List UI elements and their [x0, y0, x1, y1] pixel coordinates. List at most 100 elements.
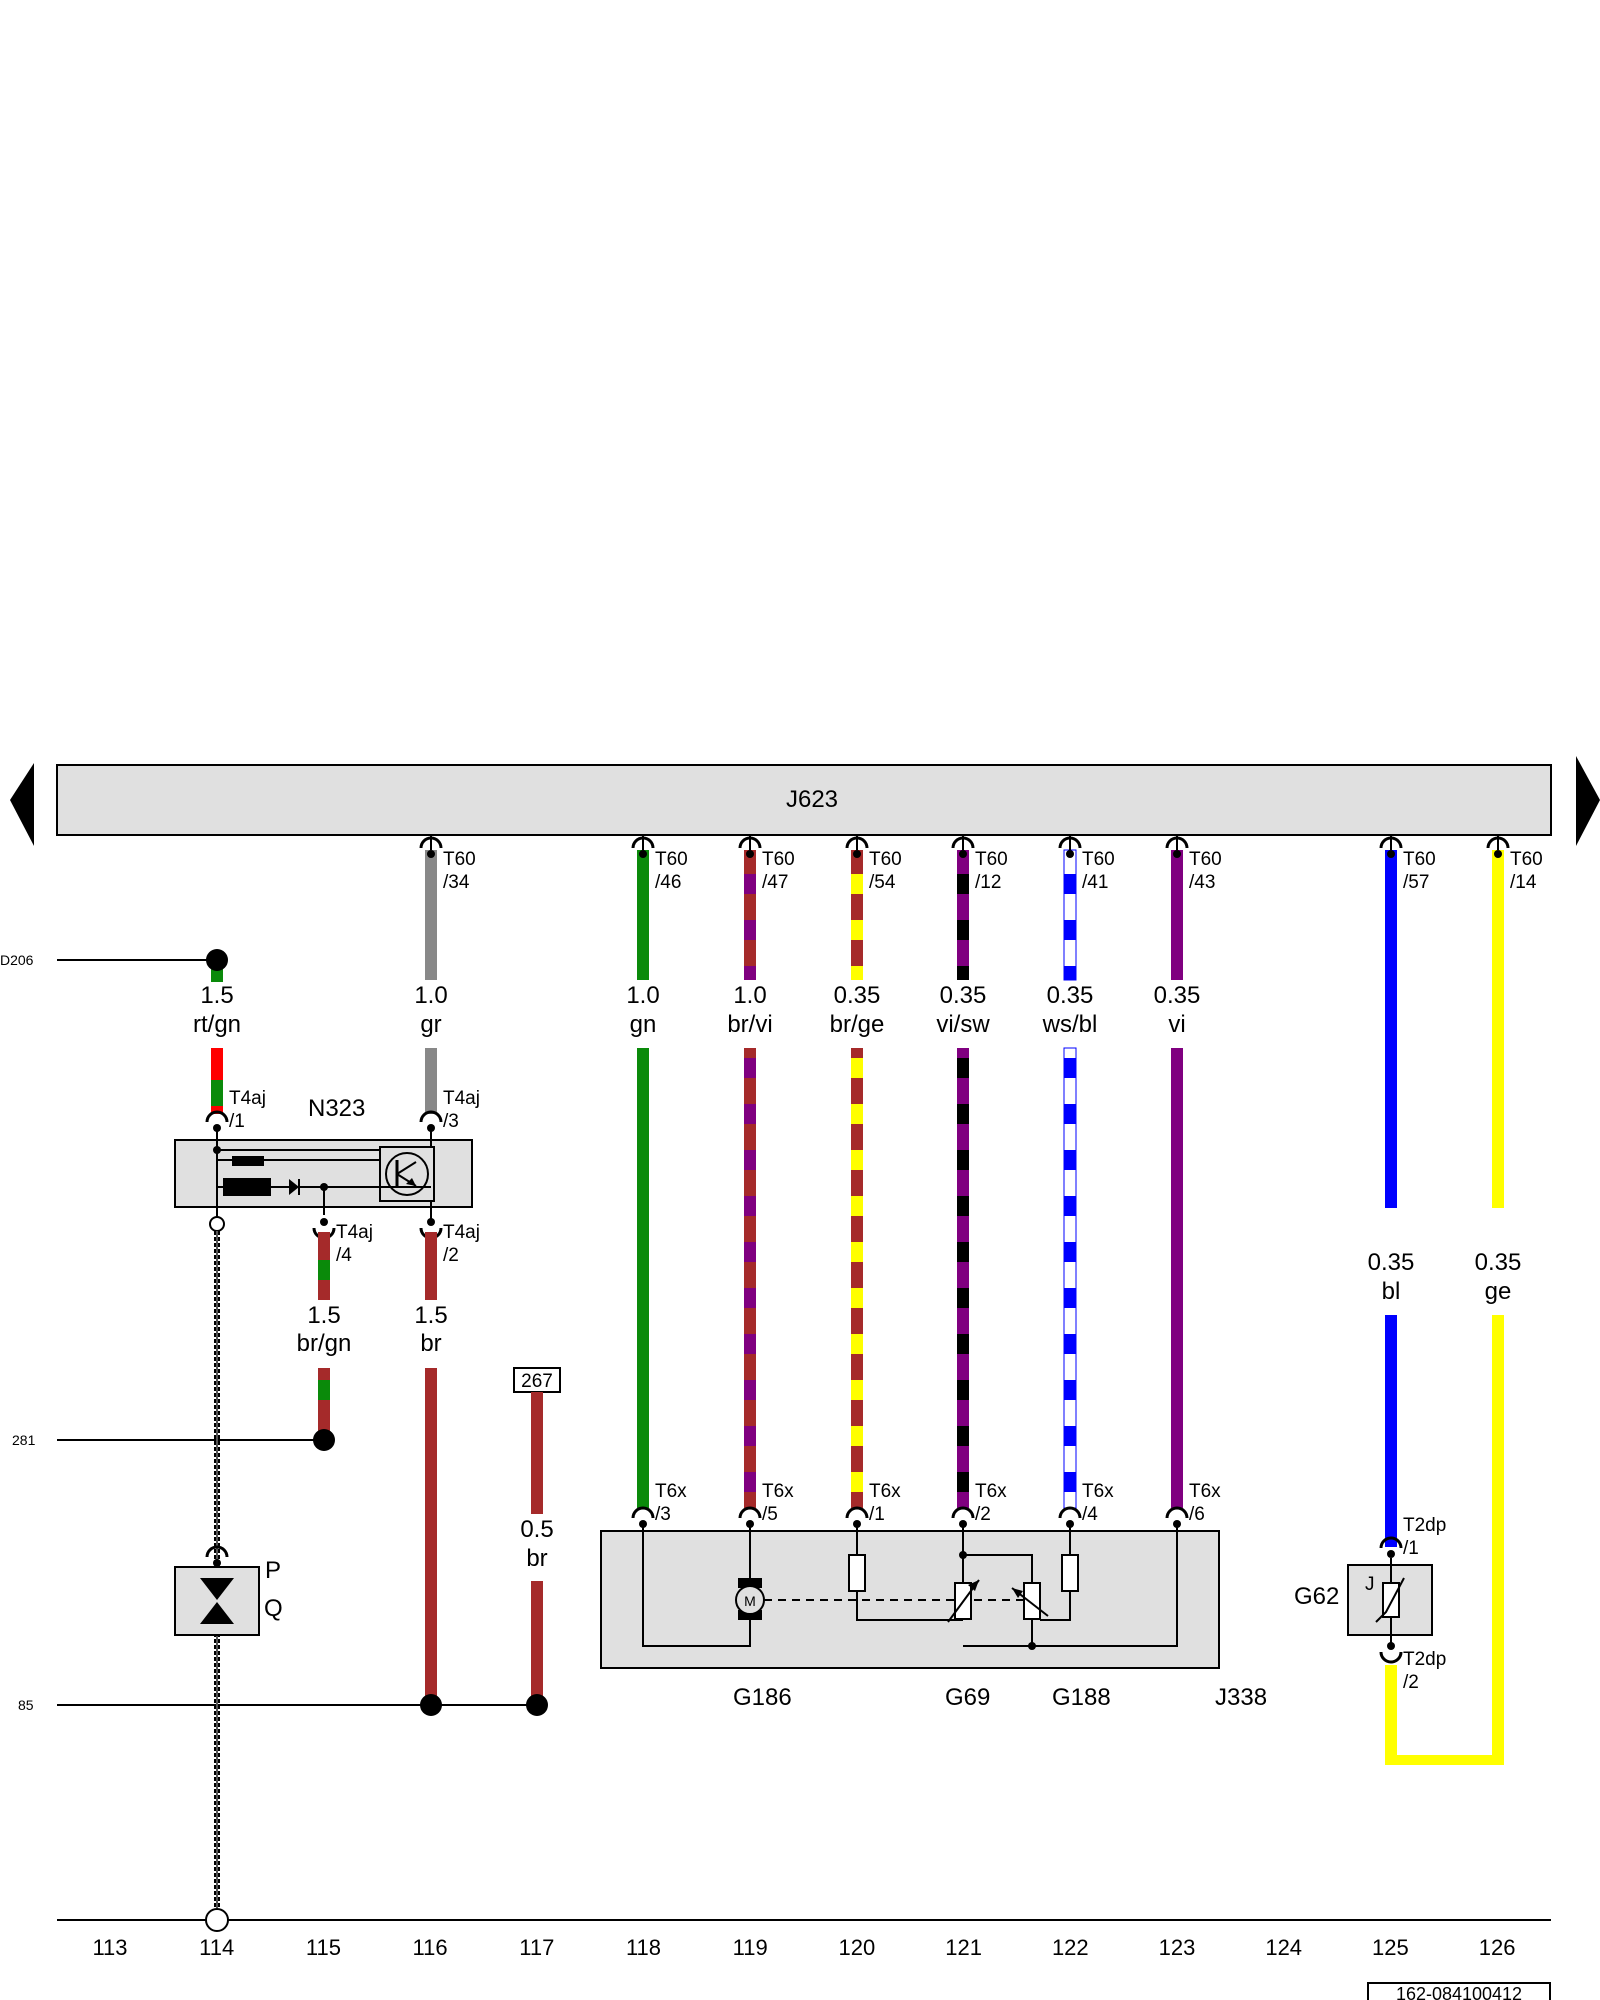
wire-115-a — [318, 1232, 330, 1300]
j338-label: J338 — [1215, 1684, 1267, 1711]
wire-116b-color: br — [420, 1330, 441, 1357]
t60-116-label: T60 — [443, 849, 476, 870]
wire-119-color: br/vi — [727, 1011, 772, 1038]
wire-121-color: vi/sw — [936, 1011, 990, 1038]
page-ref-label: 162-084100412 — [1396, 1984, 1522, 2000]
t6x-119-label: T6x — [762, 1481, 794, 1502]
t6x-122-label: T6x — [1082, 1481, 1114, 1502]
column-number: 120 — [839, 1935, 876, 1960]
wire-116-a — [425, 850, 437, 980]
t6x-119-sub: /5 — [762, 1504, 778, 1525]
column-number: 118 — [626, 1935, 661, 1960]
wire-121-a — [957, 850, 969, 980]
n323-pin2-label: T4aj — [443, 1222, 480, 1243]
wire-120-gauge: 0.35 — [834, 982, 881, 1009]
wire-116b-gauge: 1.5 — [414, 1302, 447, 1329]
pq-label-p: P — [265, 1557, 281, 1584]
ref-281: 281 — [12, 1432, 36, 1448]
g62-symbol: J — [1365, 1574, 1375, 1595]
wire-115-color: br/gn — [297, 1330, 352, 1357]
ecu-j623-box — [56, 764, 1552, 836]
wire-117-a — [531, 1392, 543, 1514]
wire-125-color: bl — [1382, 1278, 1401, 1305]
t6x-121-sub: /2 — [975, 1504, 991, 1525]
t6x-connector-122: T6x /4 — [1058, 1481, 1114, 1528]
column-number: 116 — [413, 1935, 448, 1960]
t6x-connector-120: T6x /1 — [845, 1481, 901, 1528]
wire-125-gauge: 0.35 — [1368, 1249, 1415, 1276]
g62-label: G62 — [1294, 1583, 1339, 1610]
t60-120-sub: /54 — [869, 872, 896, 893]
column-number: 115 — [306, 1935, 341, 1960]
t6x-121-label: T6x — [975, 1481, 1007, 1502]
wire-117-b — [531, 1581, 543, 1705]
wire-118-a — [637, 850, 649, 980]
t60-125-label: T60 — [1403, 849, 1436, 870]
g186-motor-label: M — [744, 1593, 756, 1609]
j338-g188-label: G188 — [1052, 1684, 1111, 1711]
wire-123-gauge: 0.35 — [1154, 982, 1201, 1009]
wire-116-b — [425, 1048, 437, 1114]
column-number: 125 — [1372, 1935, 1409, 1960]
column-number: 124 — [1265, 1935, 1302, 1960]
junction-115 — [313, 1429, 335, 1451]
t60-116-sub: /34 — [443, 872, 470, 893]
wire-125-a — [1385, 850, 1397, 1208]
t6x-122-sub: /4 — [1082, 1504, 1098, 1525]
ecu-j623-label: J623 — [786, 786, 838, 813]
t60-119-sub: /47 — [762, 872, 788, 893]
pq-valve-icon — [200, 1578, 234, 1600]
t6x-118-label: T6x — [655, 1481, 687, 1502]
wire-118-color: gn — [630, 1011, 657, 1038]
t60-connector-122: T60 /41 — [1058, 835, 1115, 893]
column-number: 121 — [945, 1935, 982, 1960]
n323-pin3-label: T4aj — [443, 1088, 480, 1109]
t6x-123-sub: /6 — [1189, 1504, 1205, 1525]
ref-d206: D206 — [0, 952, 34, 968]
t60-119-label: T60 — [762, 849, 795, 870]
wire-121-b — [957, 1048, 969, 1508]
t60-122-sub: /41 — [1082, 872, 1108, 893]
t60-connector-121: T60 /12 — [951, 835, 1008, 893]
wire-114-mid — [211, 1048, 223, 1114]
ref-85: 85 — [18, 1697, 34, 1713]
column-number: 119 — [733, 1935, 768, 1960]
wire-126-a — [1492, 850, 1504, 1208]
wire-120-color: br/ge — [830, 1011, 885, 1038]
column-number: 117 — [519, 1935, 554, 1960]
n323-pin4-sub: /4 — [336, 1245, 352, 1266]
junction-116 — [420, 1694, 442, 1716]
n323-pin1-label: T4aj — [229, 1088, 266, 1109]
pq-component-box — [174, 1566, 260, 1636]
column-number: 122 — [1052, 1935, 1089, 1960]
n323-pin1-sub: /1 — [229, 1111, 245, 1132]
wire-123-color: vi — [1168, 1011, 1185, 1038]
j338-g69-label: G69 — [945, 1684, 990, 1711]
n323-pin-1-terminal — [209, 1216, 225, 1232]
column-number: 114 — [199, 1935, 234, 1960]
column-number: 126 — [1479, 1935, 1516, 1960]
g62-pin2-label: T2dp — [1403, 1649, 1446, 1670]
pq-label-q: Q — [264, 1595, 283, 1622]
t60-125-sub: /57 — [1403, 872, 1429, 893]
g62-pin2-sub: /2 — [1403, 1672, 1419, 1693]
n323-pin2-sub: /2 — [443, 1245, 459, 1266]
wire-116-color: gr — [420, 1011, 441, 1038]
wire-117-color: br — [526, 1545, 547, 1572]
t6x-120-label: T6x — [869, 1481, 901, 1502]
ref-267-label: 267 — [521, 1371, 553, 1392]
t60-connector-123: T60 /43 — [1165, 835, 1222, 893]
next-page-arrow-icon[interactable] — [1576, 756, 1600, 846]
t60-123-label: T60 — [1189, 849, 1222, 870]
previous-page-arrow-icon[interactable] — [10, 763, 34, 846]
ground-terminal-114 — [205, 1908, 229, 1932]
wire-114-gauge: 1.5 — [200, 982, 233, 1009]
junction-114 — [206, 949, 228, 971]
t60-126-label: T60 — [1510, 849, 1543, 870]
t60-connector-120: T60 /54 — [845, 835, 902, 893]
wire-115-b — [318, 1368, 330, 1440]
junction-117 — [526, 1694, 548, 1716]
wire-120-a — [851, 850, 863, 980]
